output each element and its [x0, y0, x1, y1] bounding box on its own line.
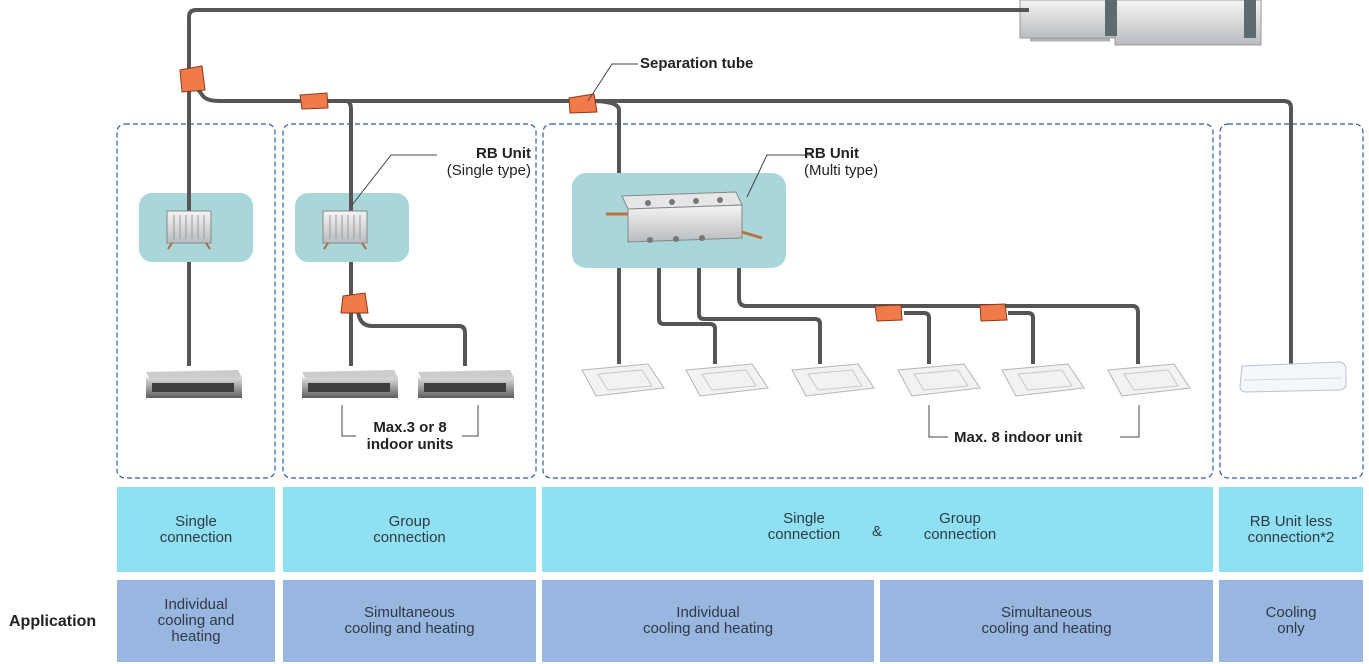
separation-tube-4	[340, 292, 369, 314]
application-simultaneous-1: Simultaneous cooling and heating	[283, 580, 536, 662]
rb-unit-single-label: RB Unit (Single type)	[446, 145, 531, 179]
pipe-multi-5	[904, 311, 931, 364]
rb-unit-multi-label: RB Unit (Multi type)	[804, 145, 879, 179]
pipe-multi-4	[737, 268, 1140, 364]
application-label: Application	[9, 613, 97, 630]
separation-tube-3	[568, 93, 598, 114]
cassette-indoor-unit-4	[897, 363, 981, 397]
separation-tube-6	[979, 303, 1008, 322]
pipe-multi-6	[1008, 311, 1035, 364]
rb-unit-single-icon-2	[322, 210, 368, 250]
application-individual-1: Individual cooling and heating	[117, 580, 275, 662]
callout-separation-tube	[587, 63, 638, 102]
pipe-group-drop	[345, 99, 353, 233]
application-individual-2: Individual cooling and heating	[542, 580, 874, 662]
callout-rb-single	[351, 154, 437, 206]
separation-tube-2	[299, 92, 329, 110]
pipe-multi-2	[657, 268, 717, 364]
bracket-group	[341, 405, 479, 437]
separation-tube-label: Separation tube	[640, 55, 754, 72]
zone-multi	[542, 123, 1214, 479]
zone-group	[282, 123, 537, 479]
pipe-multi-3	[697, 268, 822, 364]
pipe-group-b	[356, 309, 467, 366]
cassette-indoor-unit-5	[1001, 363, 1085, 397]
wall-mounted-indoor-unit	[1239, 361, 1347, 393]
callout-rb-multi	[746, 154, 812, 198]
max-group-label: Max.3 or 8 indoor units	[366, 419, 454, 453]
rb-unit-multi-icon	[606, 191, 763, 243]
connection-single: Single connection	[117, 487, 275, 572]
pipe-main-top	[187, 8, 1029, 72]
connection-rb-less: RB Unit less connection*2	[1219, 487, 1363, 572]
cassette-indoor-unit-1	[581, 363, 665, 397]
cassette-indoor-unit-3	[791, 363, 875, 397]
separation-tube-5	[874, 304, 903, 322]
bracket-multi	[928, 405, 1140, 438]
connection-group: Group connection	[283, 487, 536, 572]
application-cooling-only: Cooling only	[1219, 580, 1363, 662]
cassette-indoor-unit-2	[685, 363, 769, 397]
outdoor-unit	[1019, 0, 1262, 46]
pipe-branch-2	[195, 86, 1293, 364]
ducted-indoor-unit-3	[418, 370, 514, 398]
rb-unit-single-icon-1	[166, 210, 212, 250]
zone-rb-less	[1219, 123, 1364, 479]
ducted-indoor-unit-2	[302, 370, 398, 398]
application-simultaneous-2: Simultaneous cooling and heating	[880, 580, 1213, 662]
separation-tube-1	[179, 65, 206, 93]
max-multi-label: Max. 8 indoor unit	[954, 429, 1083, 446]
ducted-indoor-unit-1	[146, 370, 242, 398]
zone-single	[116, 123, 276, 479]
connection-single-and-group: Single connection & Group connection	[542, 487, 1213, 572]
cassette-indoor-unit-6	[1107, 363, 1191, 397]
